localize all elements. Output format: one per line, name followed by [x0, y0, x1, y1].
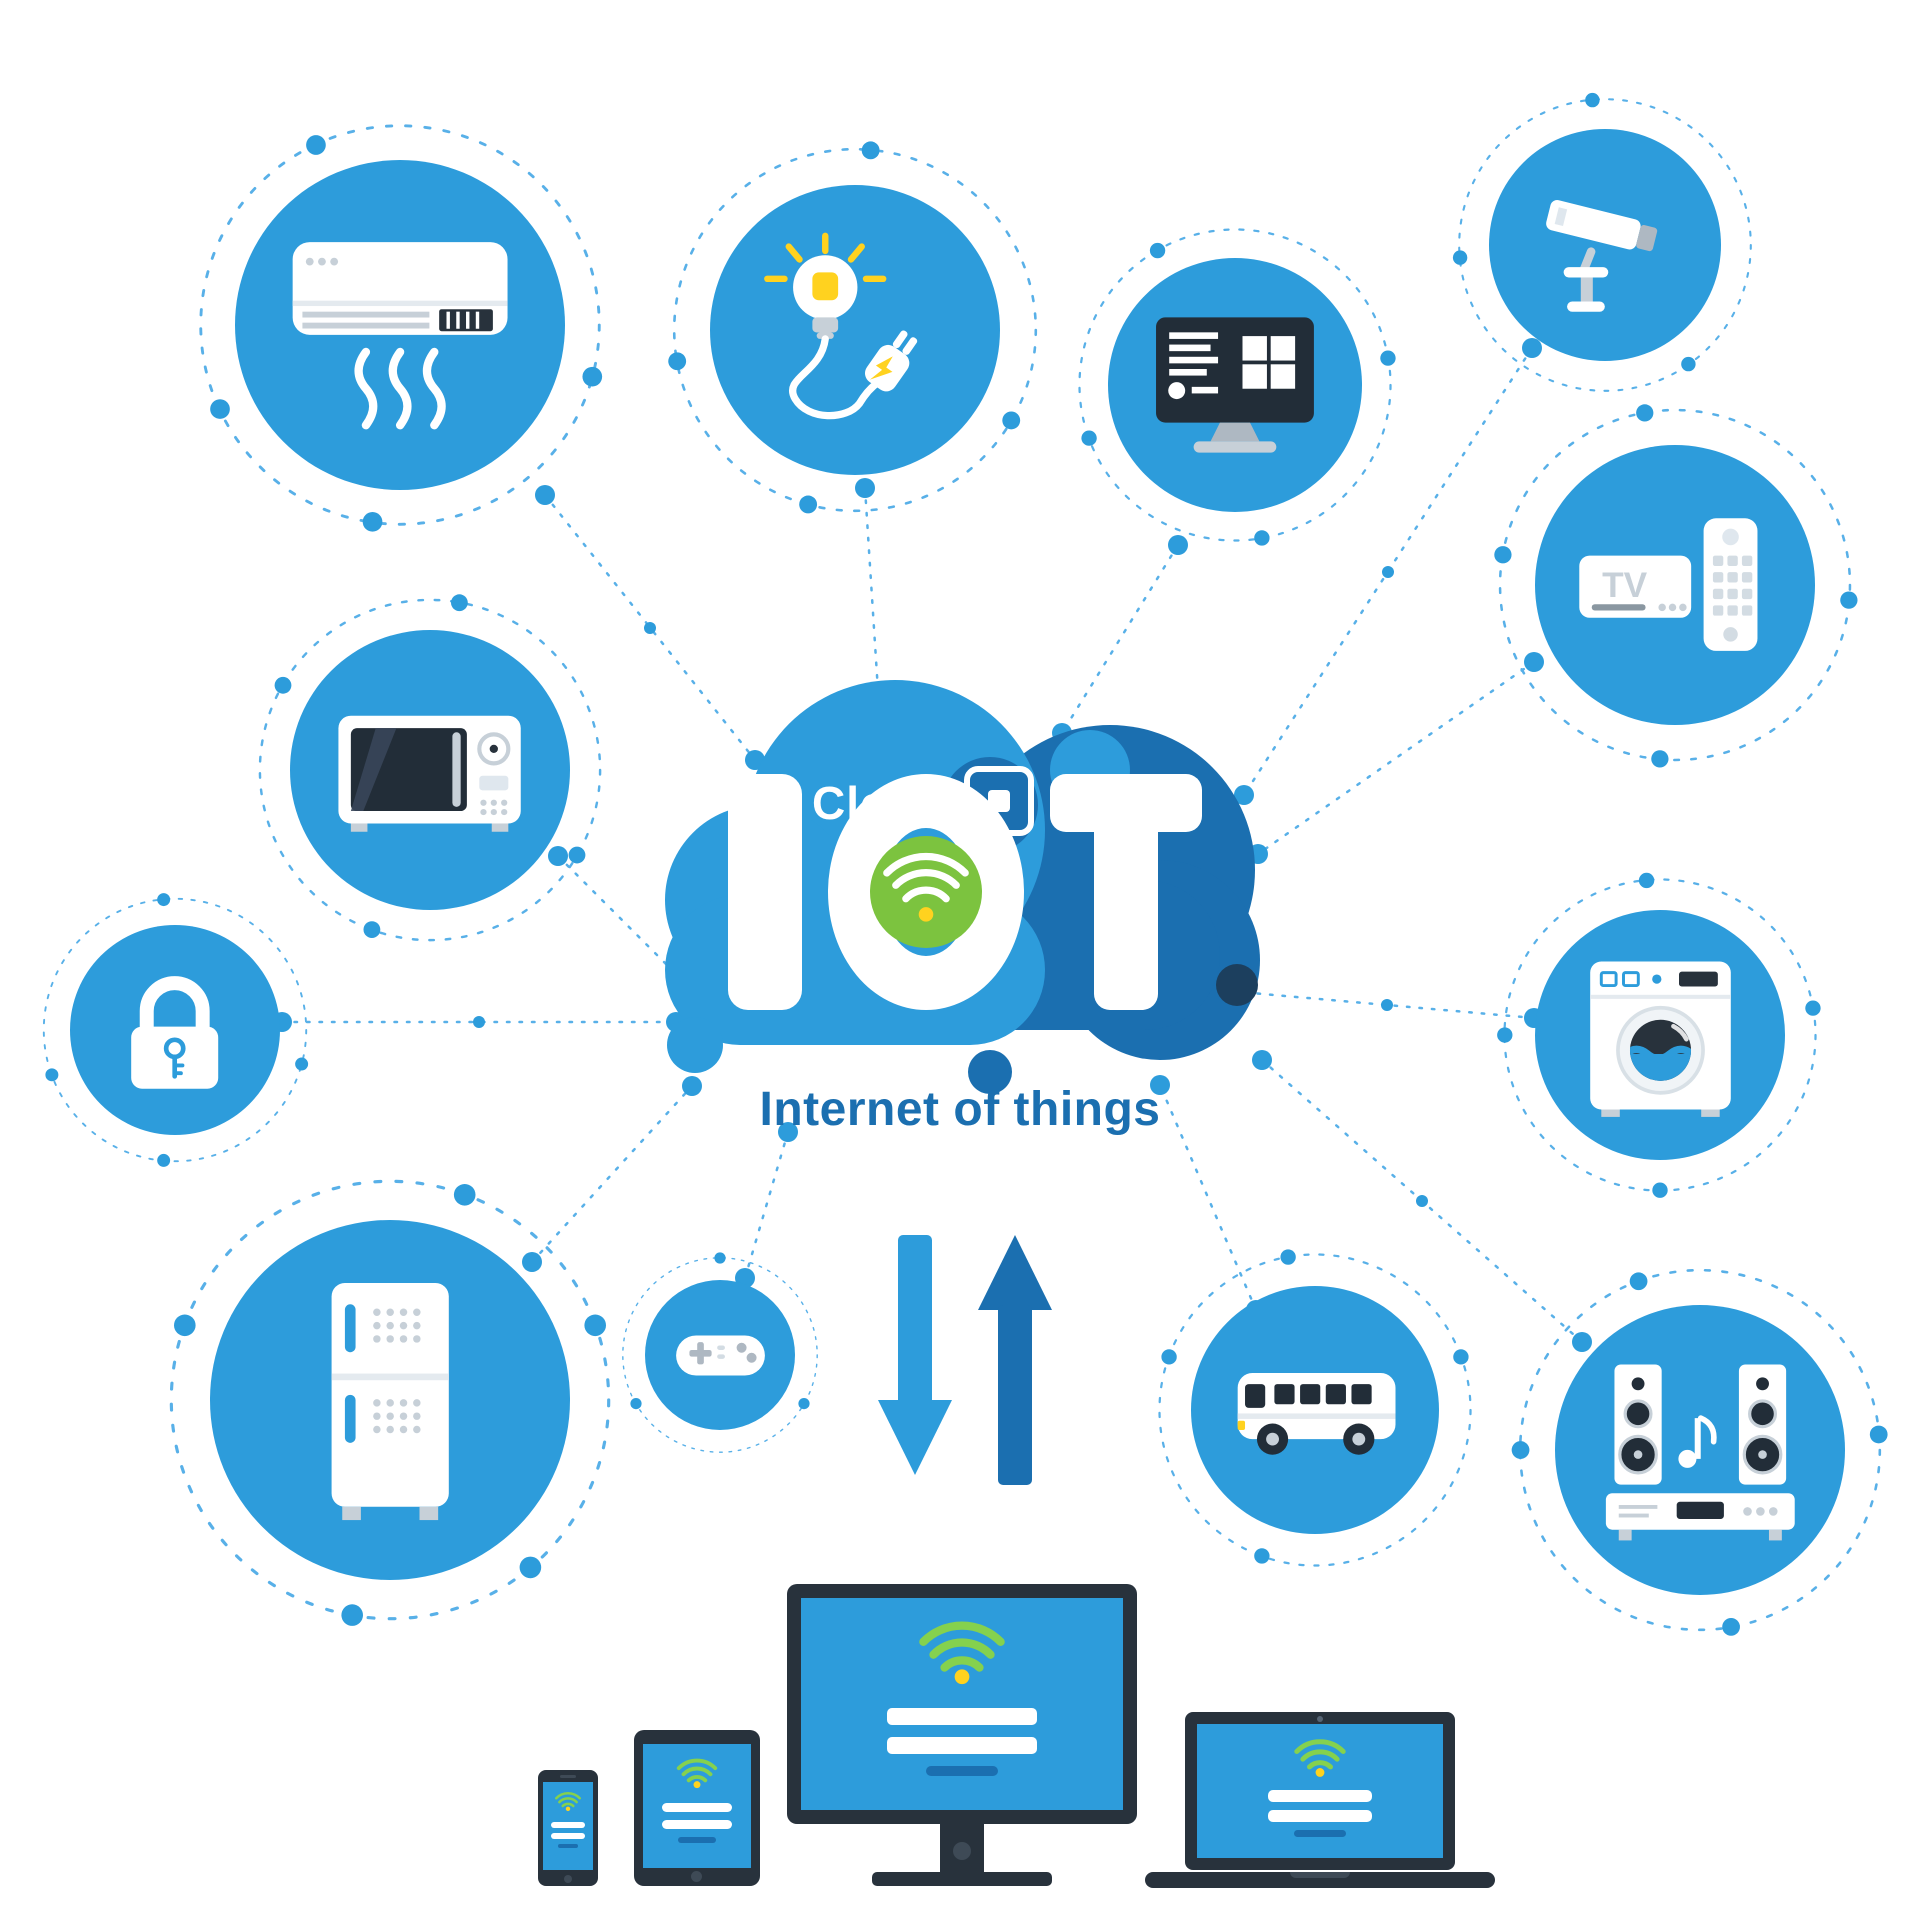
dashed-ring — [169, 1179, 611, 1626]
tablet — [634, 1730, 760, 1886]
monitor-base — [872, 1872, 1052, 1886]
microwave-bubble — [290, 630, 570, 910]
dashed-ring — [258, 594, 602, 942]
smartphone — [538, 1770, 598, 1886]
laptop-camera — [1317, 1716, 1323, 1722]
node-smart-lighting — [668, 141, 1041, 516]
iot-period — [1216, 964, 1258, 1006]
node-shuttle-bus — [1155, 1249, 1475, 1570]
upload-arrow-icon — [978, 1235, 1052, 1485]
node-refrigerator — [165, 1175, 615, 1626]
node-air-conditioner — [195, 120, 605, 532]
washing-machine-bubble — [1535, 910, 1785, 1160]
shuttle-bus-bubble — [1191, 1286, 1439, 1534]
iot-letter-t: T — [1050, 774, 1202, 1010]
node-washing-machine — [1497, 872, 1821, 1198]
bus-icon — [1237, 1373, 1396, 1455]
data-transfer-arrows — [870, 1225, 1060, 1505]
refrigerator-icon — [331, 1282, 449, 1520]
tv-box-remote-icon: TV — [1579, 518, 1758, 652]
microwave-oven-icon — [338, 716, 522, 833]
game-controller-bubble — [645, 1280, 795, 1430]
loudspeakers-icon — [1605, 1364, 1795, 1541]
iot-wordmark: I T — [728, 772, 1258, 1010]
tablet-home-button — [691, 1871, 702, 1882]
laptop-base-notch — [1290, 1872, 1350, 1878]
security-camera-bubble — [1489, 129, 1721, 361]
dashed-ring — [1494, 404, 1858, 768]
refrigerator-bubble — [210, 1220, 570, 1580]
subtitle: Internet of things — [759, 1083, 1161, 1136]
dashed-ring — [668, 141, 1038, 514]
dashed-ring — [1158, 1249, 1472, 1567]
smart-tv-bubble — [1108, 258, 1362, 512]
wifi-icon — [554, 1792, 582, 1812]
padlock-icon — [131, 976, 219, 1090]
tv-box-label: TV — [1602, 566, 1648, 605]
desktop-monitor — [787, 1584, 1137, 1886]
phone-home-button — [564, 1875, 572, 1883]
cloud-iot-center: Cloud I T Internet of things — [640, 680, 1280, 1136]
washing-machine-icon — [1589, 961, 1731, 1117]
wifi-icon — [919, 1621, 1005, 1685]
wifi-icon — [676, 1758, 718, 1789]
smart-tv-icon — [1156, 317, 1314, 453]
laptop-base — [1145, 1872, 1495, 1888]
dashed-ring — [622, 1252, 818, 1453]
node-security-camera — [1452, 92, 1755, 395]
arrows-graphic — [878, 1235, 1052, 1485]
dashed-ring — [1497, 872, 1821, 1198]
tv-box-bubble: TV — [1535, 445, 1815, 725]
node-tv-box: TV — [1494, 404, 1858, 768]
tablet-screen — [643, 1744, 751, 1868]
desktop-screen — [801, 1598, 1123, 1810]
iot-letter-o — [828, 774, 1024, 1010]
laptop-screen — [1197, 1724, 1443, 1858]
wifi-icon — [1294, 1739, 1346, 1777]
smart-lighting-bubble — [710, 185, 1000, 475]
node-smart-lock — [40, 893, 310, 1167]
dashed-ring — [42, 893, 309, 1167]
laptop — [1145, 1712, 1495, 1888]
node-game-controller — [620, 1252, 820, 1455]
node-audio-system — [1511, 1265, 1888, 1636]
monitor-stand-joint — [953, 1842, 971, 1860]
node-microwave — [255, 594, 605, 945]
node-smart-tv — [1075, 225, 1396, 546]
gamepad-icon — [675, 1335, 765, 1375]
dashed-ring — [1078, 228, 1396, 546]
iot-letter-i: I — [728, 774, 802, 1010]
dashed-ring — [1511, 1268, 1888, 1636]
wifi-icon — [870, 836, 982, 948]
air-conditioner-icon — [292, 241, 508, 430]
air-conditioner-bubble — [235, 160, 565, 490]
dashed-ring — [1452, 92, 1752, 392]
phone-screen — [543, 1782, 593, 1870]
phone-speaker — [560, 1775, 576, 1778]
audio-system-bubble — [1555, 1305, 1845, 1595]
cctv-camera-icon — [1546, 200, 1658, 312]
smart-lock-bubble — [70, 925, 280, 1135]
download-arrow-icon — [878, 1235, 952, 1475]
dashed-ring — [199, 124, 603, 532]
light-bulb-plug-icon — [763, 232, 917, 419]
